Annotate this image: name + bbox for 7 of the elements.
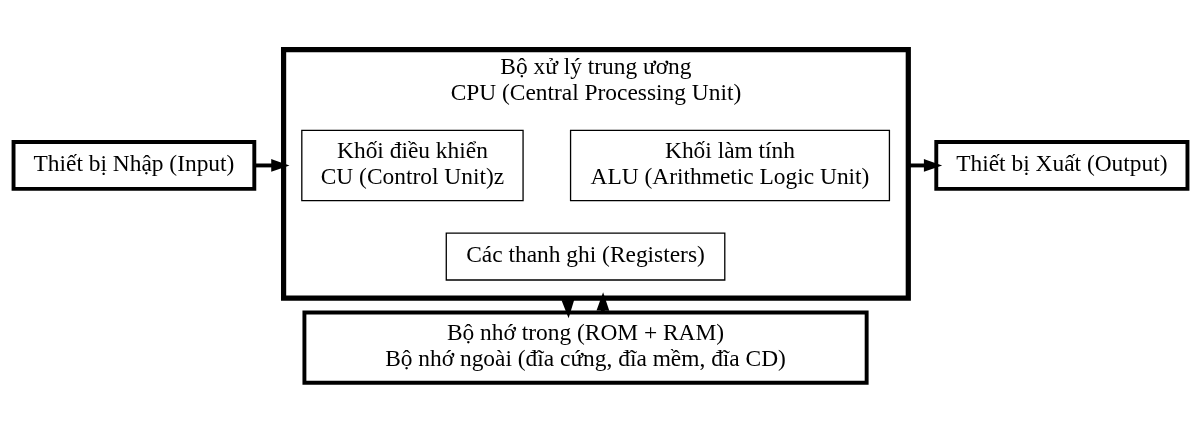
node-box: Thiết bị Nhập (Input) xyxy=(11,140,257,191)
node-box: Khối làm tính ALU (Arithmetic Logic Unit) xyxy=(569,129,891,202)
node-box: Thiết bị Xuất (Output) xyxy=(934,140,1190,191)
node-box: Khối điều khiển CU (Control Unit)z xyxy=(301,129,524,202)
arrow xyxy=(254,159,290,172)
node-box: Các thanh ghi (Registers) xyxy=(445,232,726,281)
arrow xyxy=(908,159,943,172)
